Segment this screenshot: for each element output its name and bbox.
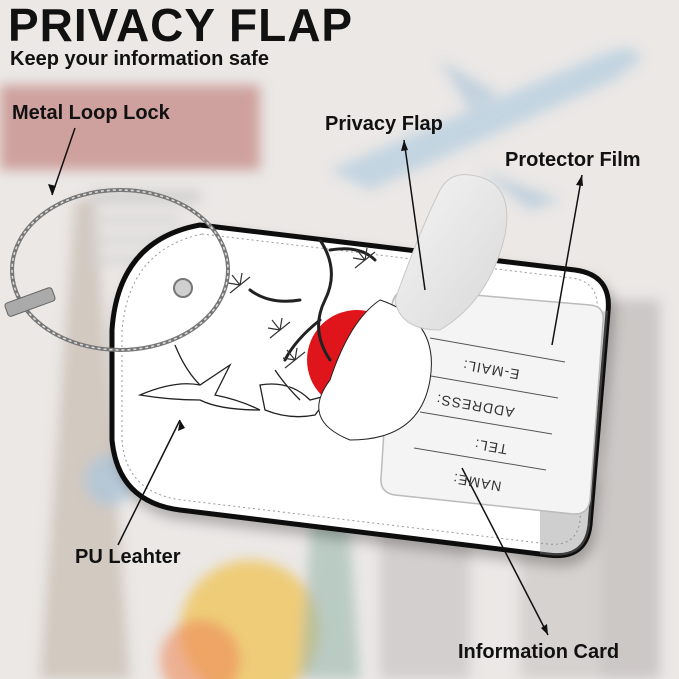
card-field-address: ADDRESS: <box>434 391 515 421</box>
information-card <box>380 289 604 515</box>
callout-protector-film: Protector Film <box>505 149 641 171</box>
callout-information-card: Information Card <box>458 641 620 663</box>
protector-film <box>394 174 508 331</box>
metal-loop-lock <box>4 188 230 352</box>
card-field-email: E-MAIL: <box>461 357 520 383</box>
callout-metal-loop-lock: Metal Loop Lock <box>12 102 170 124</box>
callout-pu-leather: PU Leahter <box>75 546 181 568</box>
callout-privacy-flap: Privacy Flap <box>325 113 443 135</box>
privacy-flap <box>318 299 432 441</box>
page-subtitle: Keep your information safe <box>10 48 269 70</box>
card-field-tel: TEL: <box>473 436 509 458</box>
card-field-name: NAME: <box>451 470 502 494</box>
page-title: PRIVACY FLAP <box>8 0 354 51</box>
callout-arrows <box>51 127 583 636</box>
